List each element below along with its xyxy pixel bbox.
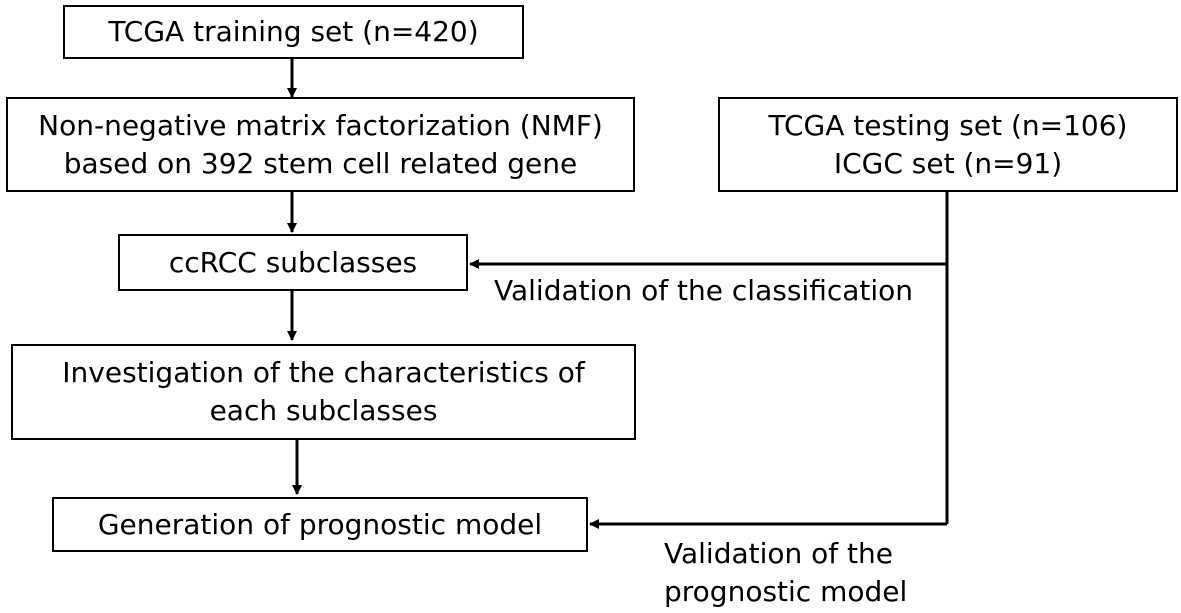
- prognostic-model-box: Generation of prognostic model: [52, 497, 588, 552]
- training-set-box: TCGA training set (n=420): [63, 5, 524, 59]
- investigation-line-1: Investigation of the characteristics of: [62, 356, 585, 389]
- classification-validation-label: Validation of the classification: [494, 273, 913, 309]
- investigation-line-2: each subclasses: [209, 394, 438, 427]
- nmf-box: Non-negative matrix factorization (NMF) …: [6, 97, 635, 192]
- prognostic-validation-label: Validation of the prognostic model: [664, 535, 907, 611]
- prognostic-validation-line-2: prognostic model: [664, 575, 908, 608]
- subclasses-line-1: ccRCC subclasses: [168, 245, 418, 279]
- testing-set-box: TCGA testing set (n=106) ICGC set (n=91): [718, 97, 1178, 192]
- prognostic-validation-line-1: Validation of the: [664, 537, 894, 570]
- classification-validation-line-1: Validation of the classification: [494, 274, 914, 307]
- testing-set-line-2: ICGC set (n=91): [833, 146, 1063, 180]
- subclasses-box: ccRCC subclasses: [118, 234, 468, 291]
- prognostic-model-line-1: Generation of prognostic model: [97, 507, 543, 541]
- training-set-line-1: TCGA training set (n=420): [108, 15, 479, 48]
- investigation-box: Investigation of the characteristics of …: [11, 344, 636, 440]
- nmf-line-1: Non-negative matrix factorization (NMF): [38, 108, 603, 142]
- testing-set-line-1: TCGA testing set (n=106): [768, 108, 1128, 142]
- nmf-line-2: based on 392 stem cell related gene: [63, 146, 578, 180]
